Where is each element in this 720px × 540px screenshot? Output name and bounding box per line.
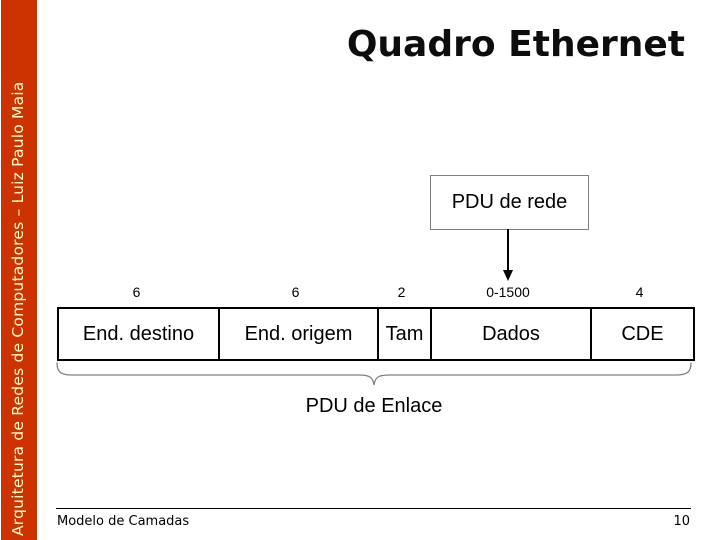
page-number: 10 [673,514,690,529]
pdu-rede-label: PDU de rede [451,191,568,213]
footer-divider [56,508,691,509]
field-size-label: 2 [397,284,406,300]
frame-field-cell: End. origem [218,309,377,359]
field-size-label: 4 [635,284,644,300]
frame-field-cell: CDE [589,309,693,359]
frame-field-cell: End. destino [82,322,195,345]
sidebar-course-label: Arquitetura de Redes de Computadores – L… [9,81,27,536]
footer-title: Modelo de Camadas [57,514,190,529]
underbrace-icon [56,362,692,386]
frame-field-cell: Tam [377,309,430,359]
pdu-rede-box: PDU de rede [430,175,589,230]
frame-field-cell: Dados [429,309,590,359]
slide-title: Quadro Ethernet [346,24,685,65]
sidebar-bar: Arquitetura de Redes de Computadores – L… [1,0,37,540]
field-size-label: 6 [291,284,300,300]
field-size-label: 6 [132,284,141,300]
field-sizes-row: 6 6 2 0-1500 4 [57,284,691,302]
field-size-label: 0-1500 [486,284,530,300]
down-arrow-icon [503,229,513,281]
pdu-enlace-label: PDU de Enlace [305,395,443,417]
